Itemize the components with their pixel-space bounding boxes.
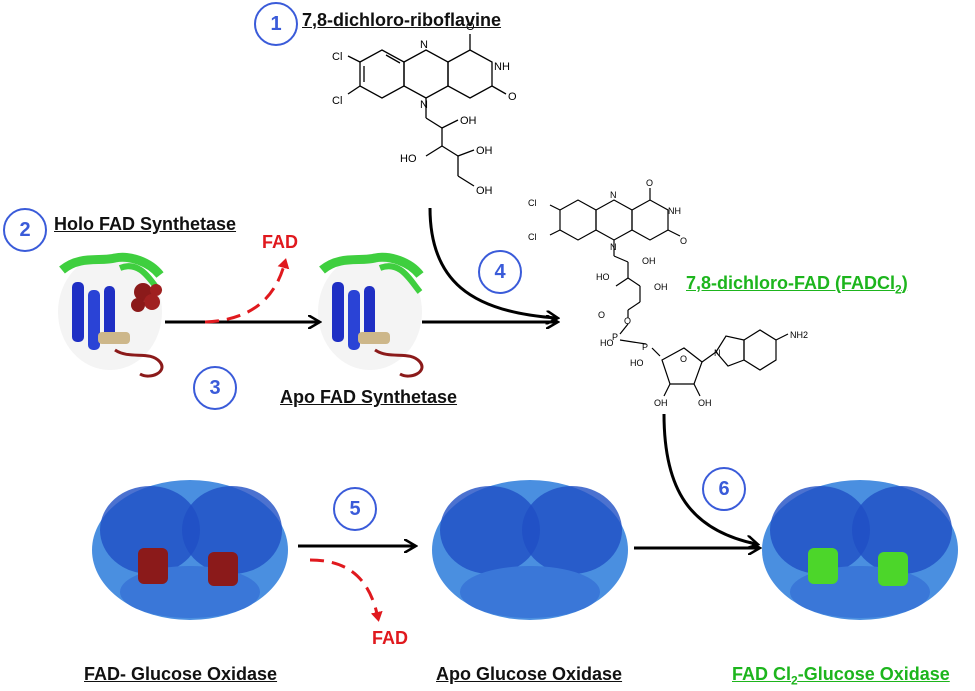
svg-text:OH: OH [476, 185, 493, 197]
arrow-step-4 [428, 207, 556, 318]
fadcl2-glucose-oxidase-protein [762, 480, 958, 620]
riboflavine-structure [347, 34, 507, 187]
fadcl2-glucose-label-post: -Glucose Oxidase [797, 664, 950, 684]
apo-fad-synthetase-protein [318, 252, 424, 378]
fadcl2-structure [549, 188, 789, 397]
holo-synthetase-label: Holo FAD Synthetase [54, 214, 237, 234]
step-4-badge: 4 [478, 250, 522, 294]
svg-text:N: N [610, 190, 617, 200]
apo-glucose-oxidase-label: Apo Glucose Oxidase [436, 664, 623, 684]
svg-text:O: O [680, 236, 687, 246]
svg-text:Cl: Cl [528, 232, 537, 242]
svg-text:OH: OH [476, 145, 493, 157]
step-2-badge: 2 [3, 208, 47, 252]
step-6-badge: 6 [702, 467, 746, 511]
svg-text:O: O [598, 310, 605, 320]
svg-text:O: O [624, 316, 631, 326]
apo-glucose-oxidase-protein [432, 480, 628, 620]
svg-text:P: P [612, 332, 618, 342]
svg-text:Cl: Cl [528, 198, 537, 208]
fadcl2-atom-labels: Cl Cl O NH O N N OH HO OH O P O HO P HO … [528, 178, 808, 408]
svg-text:OH: OH [654, 282, 668, 292]
fadcl2-glucose-oxidase-label: FAD Cl2-Glucose Oxidase [732, 664, 950, 688]
svg-text:HO: HO [630, 358, 644, 368]
arrow-fad-release-synthetase [204, 258, 290, 324]
fadcl2-label-main: 7,8-dichloro-FAD (FADCl [686, 273, 896, 293]
svg-text:OH: OH [654, 398, 668, 408]
fad-release-label-bottom: FAD [372, 628, 408, 648]
fad-glucose-oxidase-label: FAD- Glucose Oxidase [84, 664, 278, 684]
fadcl2-glucose-label-pre: FAD Cl [732, 664, 792, 684]
svg-text:O: O [466, 21, 475, 33]
riboflavine-label: 7,8-dichloro-riboflavine [302, 10, 502, 30]
svg-text:O: O [680, 354, 687, 364]
svg-text:OH: OH [460, 115, 477, 127]
svg-text:HO: HO [600, 338, 614, 348]
svg-text:NH: NH [494, 61, 510, 73]
fadcl2-label: 7,8-dichloro-FAD (FADCl2) [686, 273, 908, 297]
arrow-step-6 [662, 413, 756, 544]
svg-text:NH2: NH2 [790, 330, 808, 340]
svg-text:N: N [420, 39, 428, 51]
step-3-badge: 3 [193, 366, 237, 410]
apo-synthetase-label: Apo FAD Synthetase [280, 387, 458, 407]
svg-text:O: O [508, 91, 517, 103]
fad-release-label-top: FAD [262, 232, 298, 252]
step-1-badge: 1 [254, 2, 298, 46]
svg-text:Cl: Cl [332, 95, 342, 107]
svg-text:HO: HO [596, 272, 610, 282]
svg-text:OH: OH [642, 256, 656, 266]
svg-text:N: N [714, 348, 721, 358]
svg-text:O: O [646, 178, 653, 188]
holo-fad-synthetase-protein [58, 252, 164, 378]
svg-text:N: N [610, 242, 617, 252]
arrow-fad-release-oxidase [309, 558, 383, 622]
step-5-badge: 5 [333, 487, 377, 531]
fadcl2-label-end: ) [901, 273, 908, 293]
fad-glucose-oxidase-protein [92, 480, 288, 620]
svg-text:OH: OH [698, 398, 712, 408]
svg-text:Cl: Cl [332, 51, 342, 63]
svg-text:P: P [642, 342, 648, 352]
fadcl2-label-subscript: 2 [895, 282, 902, 297]
svg-text:NH: NH [668, 206, 681, 216]
svg-text:N: N [420, 99, 428, 111]
svg-text:HO: HO [400, 153, 417, 165]
riboflavine-atom-labels: Cl Cl N N O NH O OH HO OH OH [332, 21, 517, 197]
fadcl2-glucose-label-subscript: 2 [791, 673, 798, 688]
